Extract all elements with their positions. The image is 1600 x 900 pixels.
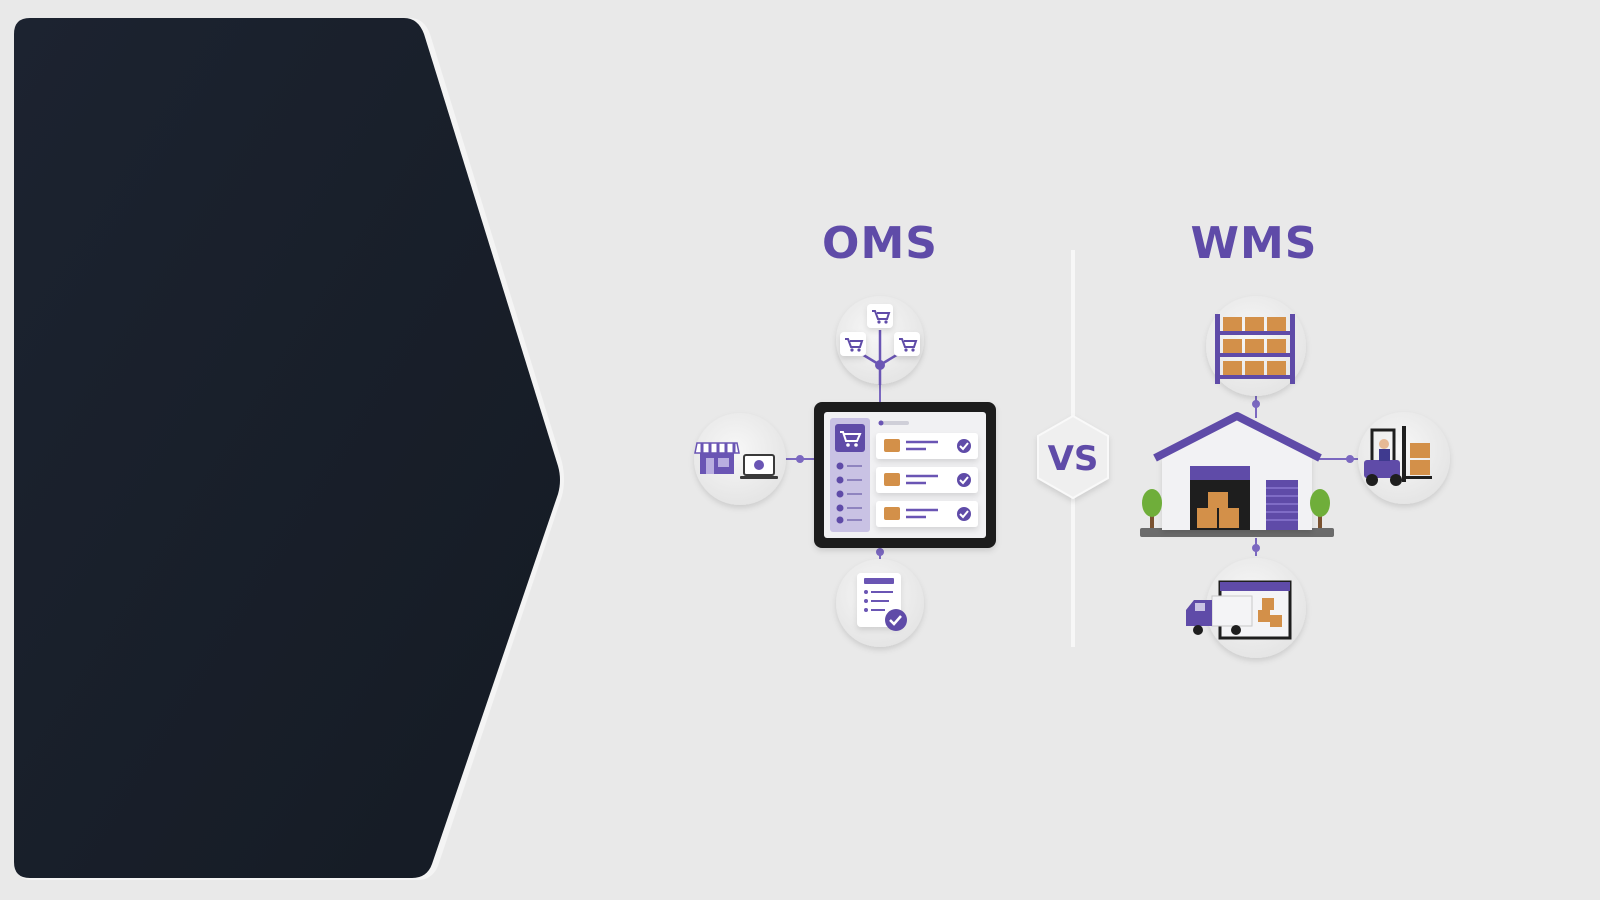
shopping-carts-network-icon xyxy=(836,296,924,385)
center-divider xyxy=(1071,250,1075,647)
warehouse-building-icon xyxy=(1140,412,1334,537)
forklift-icon xyxy=(1358,412,1450,504)
order-checklist-icon xyxy=(836,559,924,647)
vs-badge xyxy=(1037,414,1109,500)
storefront-and-laptop-icon xyxy=(694,413,786,505)
vs-label: VS xyxy=(1048,439,1099,479)
wms-connectors xyxy=(1252,390,1358,556)
order-dashboard-tablet-icon xyxy=(814,402,996,548)
dark-chevron-panel xyxy=(14,18,564,880)
truck-loading-dock-icon xyxy=(1186,558,1306,658)
wms-title: WMS xyxy=(1190,218,1318,269)
pallet-rack-icon xyxy=(1206,296,1306,396)
oms-title: OMS xyxy=(822,218,938,269)
